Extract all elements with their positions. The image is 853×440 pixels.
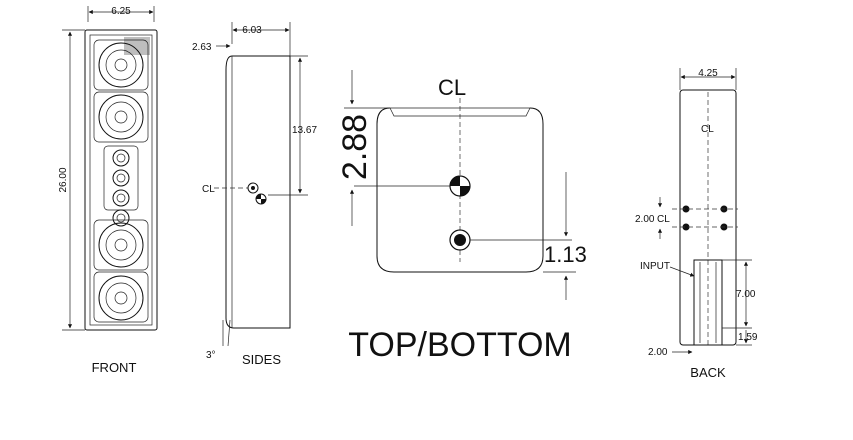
front-view: 6.25 26.00 — [58, 6, 158, 375]
top-bottom-view: CL 2.88 1.13 TOP/BOTTOM — [336, 70, 587, 364]
input-bottom-label: 1.59 — [738, 332, 758, 343]
back-view-title: BACK — [690, 365, 726, 380]
input-height-label: 7.00 — [736, 289, 756, 300]
input-width-label: 2.00 — [648, 347, 668, 358]
input-panel — [693, 259, 723, 346]
grille-hatch — [124, 37, 150, 55]
top-cabinet-outline — [376, 107, 544, 273]
top-centerline-label: CL — [438, 75, 466, 100]
tweeter-array — [103, 145, 139, 227]
input-label: INPUT — [640, 261, 670, 272]
top-center-target-icon — [449, 175, 471, 197]
front-baffle — [89, 34, 153, 326]
back-view: 4.25 CL 2.00 CL INPUT 7.00 1. — [635, 68, 758, 380]
top-mount-hole-icon — [449, 229, 471, 251]
back-centerline-label: CL — [701, 124, 714, 135]
front-width-label: 6.25 — [111, 6, 131, 17]
side-view: 6.03 2.63 13.67 CL 3° SIDES — [192, 22, 317, 367]
side-angle-label: 3° — [206, 350, 216, 361]
back-mount-spacing-label: 2.00 — [635, 214, 655, 225]
woofer-lower-2 — [93, 271, 149, 323]
front-view-title: FRONT — [92, 360, 137, 375]
woofer-lower-1 — [93, 219, 149, 271]
side-top-offset-label: 2.63 — [192, 42, 212, 53]
mount-hole-icon — [682, 205, 690, 213]
top-dim-b-label: 1.13 — [544, 242, 587, 267]
woofer-upper-2 — [93, 91, 149, 143]
side-centerline-label: CL — [202, 184, 215, 195]
side-view-title: SIDES — [242, 352, 281, 367]
mount-hole-icon — [682, 223, 690, 231]
back-mount-holes — [672, 205, 738, 231]
back-width-label: 4.25 — [698, 68, 718, 79]
top-bottom-view-title: TOP/BOTTOM — [348, 326, 572, 364]
side-center-height-label: 13.67 — [292, 125, 317, 136]
front-height-label: 26.00 — [58, 167, 69, 192]
side-depth-label: 6.03 — [242, 25, 262, 36]
side-cabinet-outline — [225, 55, 291, 329]
front-cabinet-outline — [84, 29, 158, 331]
back-mount-cl-label: CL — [657, 214, 670, 225]
woofer-upper-1 — [93, 39, 149, 91]
top-dim-a-label: 2.88 — [336, 114, 374, 180]
